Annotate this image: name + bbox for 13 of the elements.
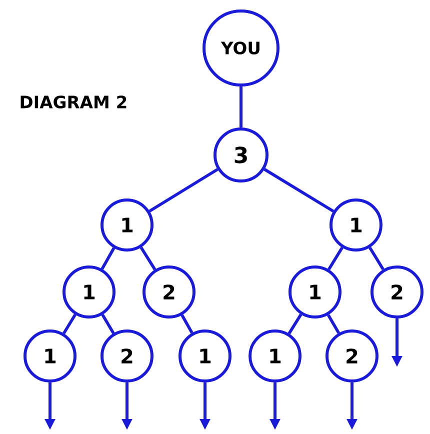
connector-line xyxy=(62,314,76,334)
connector-line xyxy=(368,246,384,270)
diagram-title: DIAGRAM 2 xyxy=(20,96,126,108)
connector-line xyxy=(140,246,156,270)
connector-line xyxy=(328,246,344,270)
connector-line xyxy=(100,247,116,270)
connector-line xyxy=(326,314,340,334)
connector-line xyxy=(148,168,218,212)
connector-line xyxy=(288,314,302,334)
connector-line xyxy=(101,314,115,334)
connector-line xyxy=(180,314,194,334)
connector-line xyxy=(240,86,242,128)
connector-line xyxy=(264,168,334,212)
